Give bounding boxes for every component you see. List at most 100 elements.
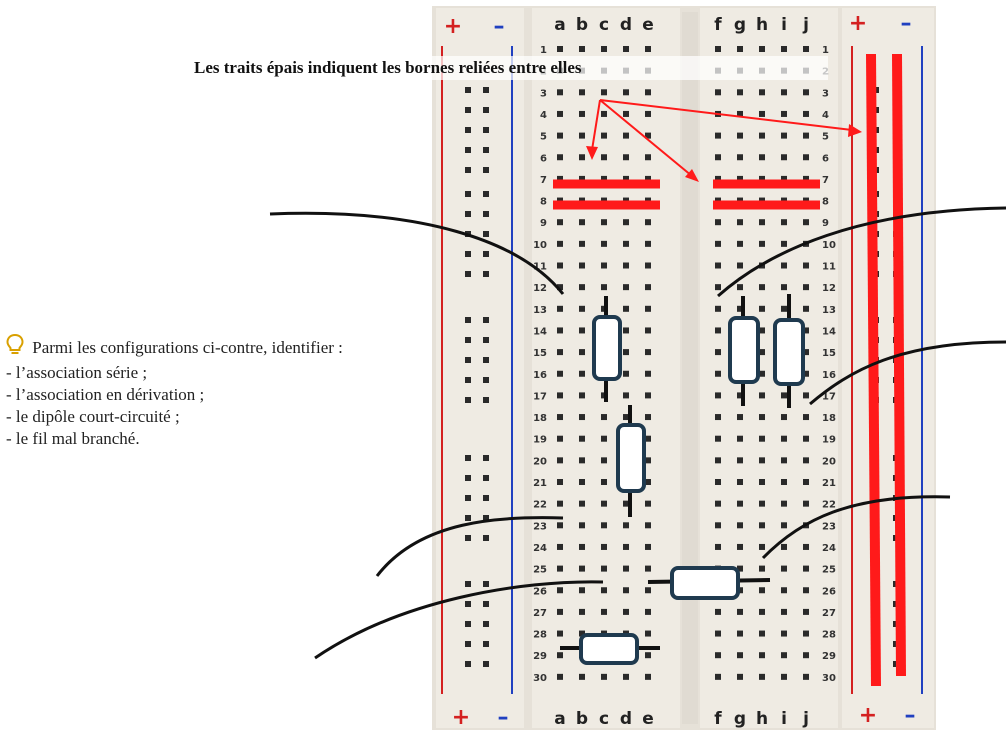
terminal-hole	[803, 652, 809, 659]
annotation-text: Les traits épais indiquent les bornes re…	[190, 56, 828, 80]
rail-hole	[483, 601, 489, 607]
column-letter-bottom: j	[802, 709, 809, 729]
terminal-hole	[579, 305, 585, 312]
resistor-4	[773, 294, 805, 408]
rail-minus-top-right: –	[901, 11, 912, 36]
terminal-hole	[557, 673, 563, 680]
right-power-rail	[842, 8, 934, 728]
row-number-left: 1	[540, 45, 547, 56]
resistor-1	[592, 296, 622, 402]
terminal-hole	[557, 284, 563, 291]
row-number-right: 26	[822, 586, 836, 597]
terminal-hole	[759, 457, 765, 464]
terminal-hole	[623, 349, 629, 356]
terminal-hole	[645, 457, 651, 464]
column-letter-top: j	[802, 15, 809, 35]
terminal-hole	[645, 435, 651, 442]
terminal-hole	[645, 349, 651, 356]
terminal-hole	[557, 89, 563, 96]
terminal-hole	[715, 284, 721, 291]
row-number-right: 5	[822, 132, 829, 143]
row-number-right: 12	[822, 283, 836, 294]
terminal-hole	[601, 522, 607, 529]
column-letter-top: b	[576, 15, 588, 35]
terminal-hole	[579, 457, 585, 464]
terminal-hole	[579, 219, 585, 226]
pointer-arrows	[586, 99, 862, 182]
terminal-hole	[579, 89, 585, 96]
terminal-hole	[715, 46, 721, 52]
column-letter-bottom: c	[599, 709, 609, 729]
terminal-hole	[645, 262, 651, 269]
row-number-right: 6	[822, 153, 829, 164]
row-number-right: 13	[822, 305, 836, 316]
row-number-right: 4	[822, 110, 829, 121]
column-letter-bottom: a	[554, 709, 565, 729]
rail-hole	[483, 127, 489, 133]
rail-hole	[465, 397, 471, 403]
rail-hole	[465, 581, 471, 587]
terminal-hole	[803, 132, 809, 139]
terminal-hole	[759, 587, 765, 594]
terminal-hole	[737, 673, 743, 680]
column-letter-bottom: d	[620, 709, 632, 729]
rail-hole	[465, 337, 471, 343]
rail-hole	[465, 107, 471, 113]
terminal-hole	[557, 132, 563, 139]
terminal-hole	[803, 587, 809, 594]
terminal-hole	[715, 414, 721, 421]
terminal-hole	[645, 89, 651, 96]
terminal-hole	[557, 349, 563, 356]
terminal-hole	[803, 219, 809, 226]
rail-hole	[465, 357, 471, 363]
terminal-hole	[623, 608, 629, 615]
terminal-hole	[579, 110, 585, 117]
terminal-hole	[715, 435, 721, 442]
terminal-hole	[759, 132, 765, 139]
terminal-hole	[557, 457, 563, 464]
terminal-hole	[601, 46, 607, 52]
row-number-right: 8	[822, 197, 829, 208]
resistor-6	[560, 633, 660, 665]
terminal-hole	[759, 370, 765, 377]
terminal-hole	[781, 457, 787, 464]
terminal-hole	[759, 652, 765, 659]
rail-hole	[483, 641, 489, 647]
terminal-hole	[623, 370, 629, 377]
wire-left-3	[314, 580, 604, 660]
terminal-hole	[781, 284, 787, 291]
rail-hole	[465, 455, 471, 461]
terminal-hole	[579, 608, 585, 615]
row-number-right: 21	[822, 478, 836, 489]
row-number-right: 29	[822, 651, 836, 662]
row-number-left: 3	[540, 88, 547, 99]
terminal-hole	[803, 608, 809, 615]
terminal-hole	[623, 305, 629, 312]
instructions-intro: Parmi les configurations ci-contre, iden…	[6, 333, 386, 362]
row-number-left: 8	[540, 197, 547, 208]
row-number-right: 25	[822, 565, 836, 576]
row-number-right: 17	[822, 391, 836, 402]
terminal-hole	[781, 392, 787, 399]
rail-hole	[465, 271, 471, 277]
terminal-hole	[645, 284, 651, 291]
row-number-left: 16	[533, 370, 547, 381]
terminal-hole	[645, 673, 651, 680]
wires	[269, 206, 1006, 660]
terminal-hole	[601, 673, 607, 680]
terminal-hole	[557, 46, 563, 52]
terminal-hole	[737, 110, 743, 117]
row-number-left: 15	[533, 348, 547, 359]
terminal-hole	[759, 392, 765, 399]
arrowhead-right-block	[685, 169, 699, 182]
arrow-to-rail	[599, 99, 853, 131]
rail-hole	[483, 495, 489, 501]
terminal-hole	[803, 262, 809, 269]
rail-hole	[465, 167, 471, 173]
terminal-hole	[645, 565, 651, 572]
terminal-hole	[781, 630, 787, 637]
terminal-hole	[645, 543, 651, 550]
terminal-hole	[557, 110, 563, 117]
terminal-hole	[803, 457, 809, 464]
terminal-hole	[579, 435, 585, 442]
